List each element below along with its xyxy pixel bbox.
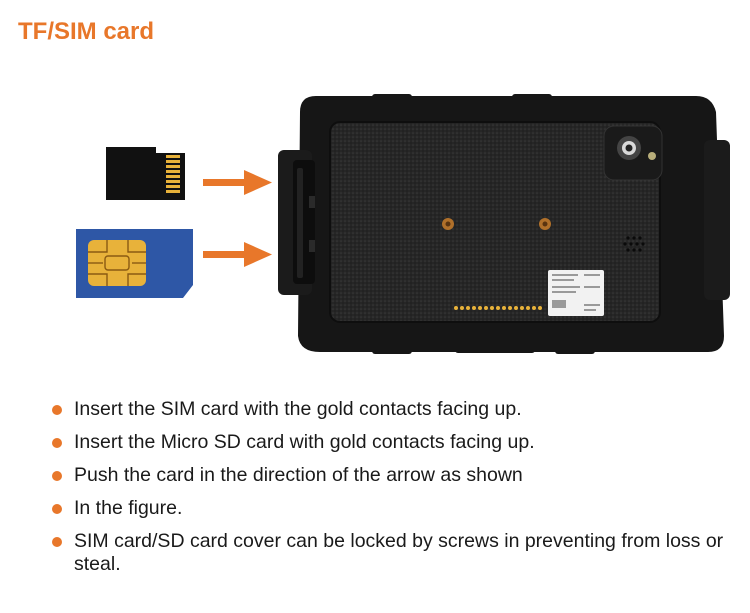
insertion-figure (76, 94, 730, 354)
list-item: Insert the Micro SD card with gold conta… (52, 431, 732, 454)
bullet-icon (52, 537, 62, 547)
micro-sd-card-icon (106, 147, 185, 200)
instruction-list: Insert the SIM card with the gold contac… (52, 398, 732, 586)
bullet-icon (52, 438, 62, 448)
sim-card-icon (76, 229, 193, 298)
arrow-right-icon (203, 170, 272, 195)
device-back-image (278, 94, 730, 354)
list-item: SIM card/SD card cover can be locked by … (52, 530, 732, 576)
list-item: In the figure. (52, 497, 732, 520)
list-item: Push the card in the direction of the ar… (52, 464, 732, 487)
bullet-icon (52, 471, 62, 481)
page-title: TF/SIM card (18, 18, 155, 45)
bullet-icon (52, 405, 62, 415)
list-item: Insert the SIM card with the gold contac… (52, 398, 732, 421)
bullet-icon (52, 504, 62, 514)
arrow-right-icon (203, 242, 272, 267)
